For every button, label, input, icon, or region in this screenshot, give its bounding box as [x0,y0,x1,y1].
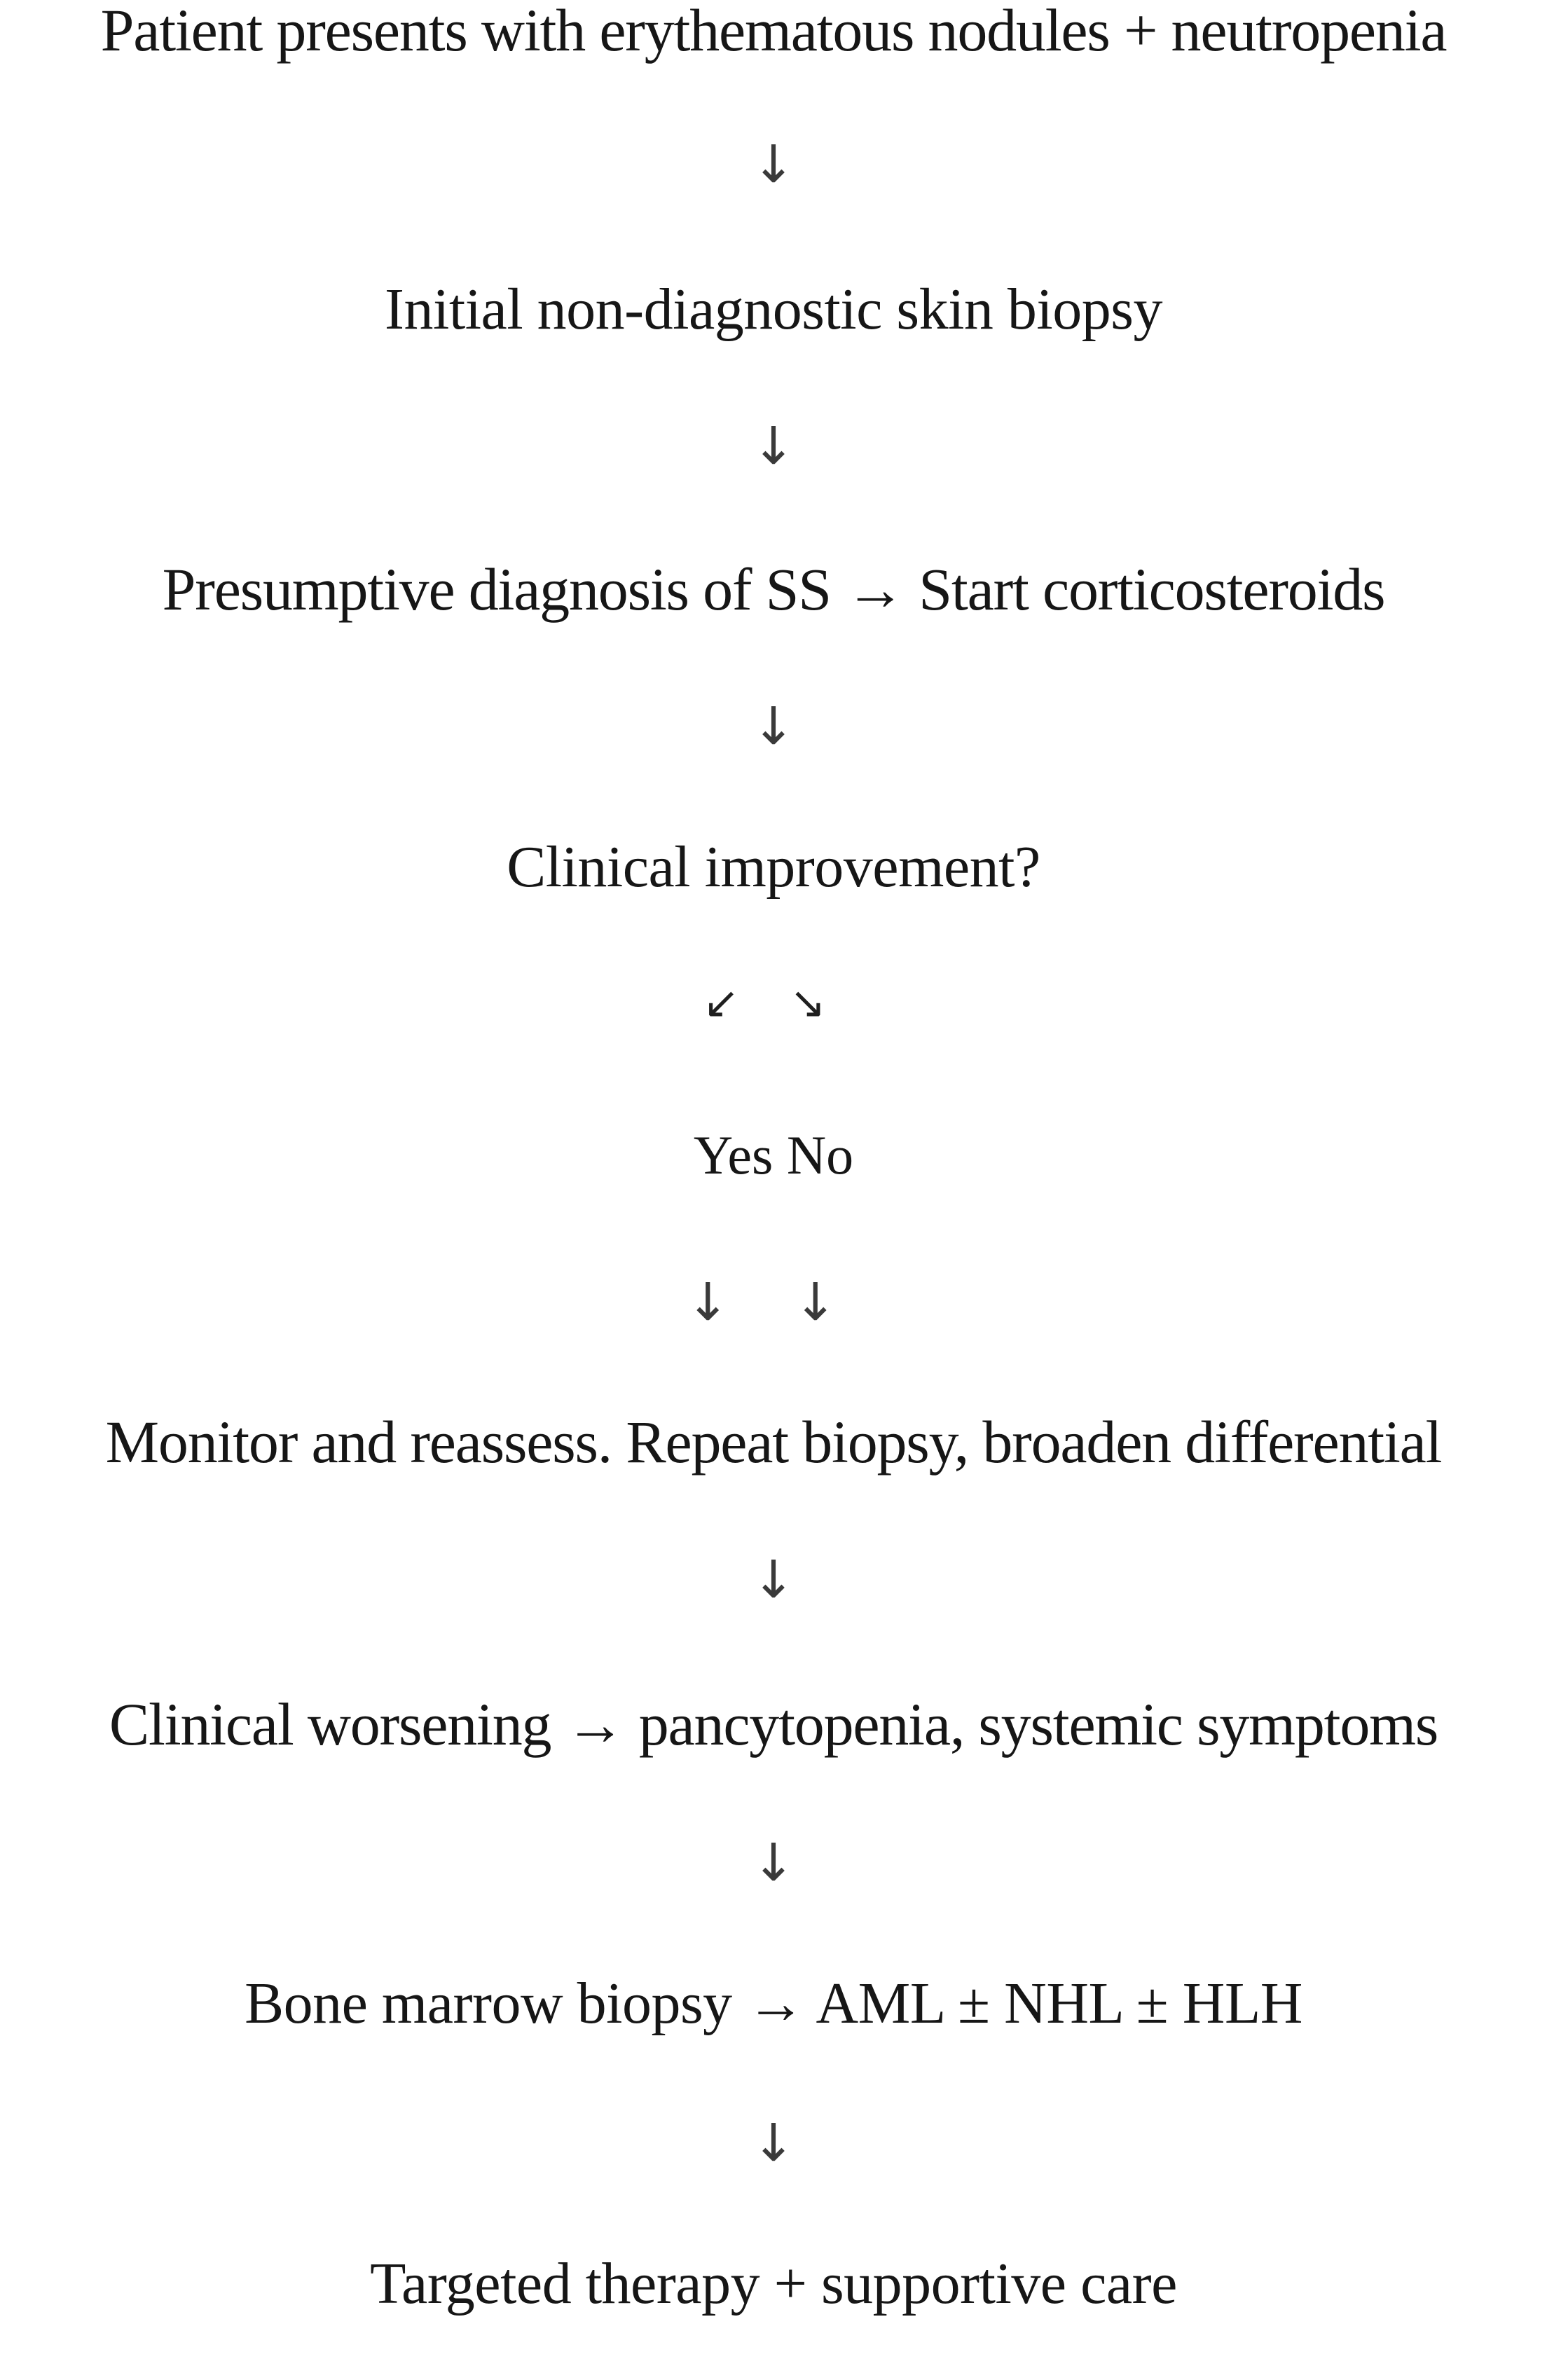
down-arrow-icon-5: ↓ [751,1550,795,1610]
flow-node-presumptive-diagnosis: Presumptive diagnosis of SS → Start cort… [162,556,1386,623]
flow-node-initial-biopsy: Initial non-diagnostic skin biopsy [385,277,1162,342]
flow-decision-clinical-improvement: Clinical improvement? [507,834,1040,900]
down-arrow-icon-6: ↓ [751,1833,795,1893]
branch-labels-yes-no: Yes No [693,1124,854,1185]
flow-node-targeted-therapy: Targeted therapy + supportive care [370,2251,1177,2316]
down-arrow-icon-1: ↓ [751,135,795,195]
down-arrow-icon-3: ↓ [751,696,795,757]
down-arrow-icon-7: ↓ [751,2113,795,2173]
flow-node-clinical-worsening: Clinical worsening → pancytopenia, syste… [109,1691,1438,1758]
flow-node-bone-marrow-biopsy: Bone marrow biopsy → AML ± NHL ± HLH [245,1971,1302,2036]
down-arrow-icon-pair: ↓ ↓ [686,1272,861,1333]
down-arrow-icon-2: ↓ [751,416,795,476]
flow-node-monitor-reassess: Monitor and reassess. Repeat biopsy, bro… [105,1408,1443,1476]
flow-node-presentation: Patient presents with erythematous nodul… [100,0,1448,64]
branch-arrows-icon: ↙ ↘ [703,977,844,1028]
